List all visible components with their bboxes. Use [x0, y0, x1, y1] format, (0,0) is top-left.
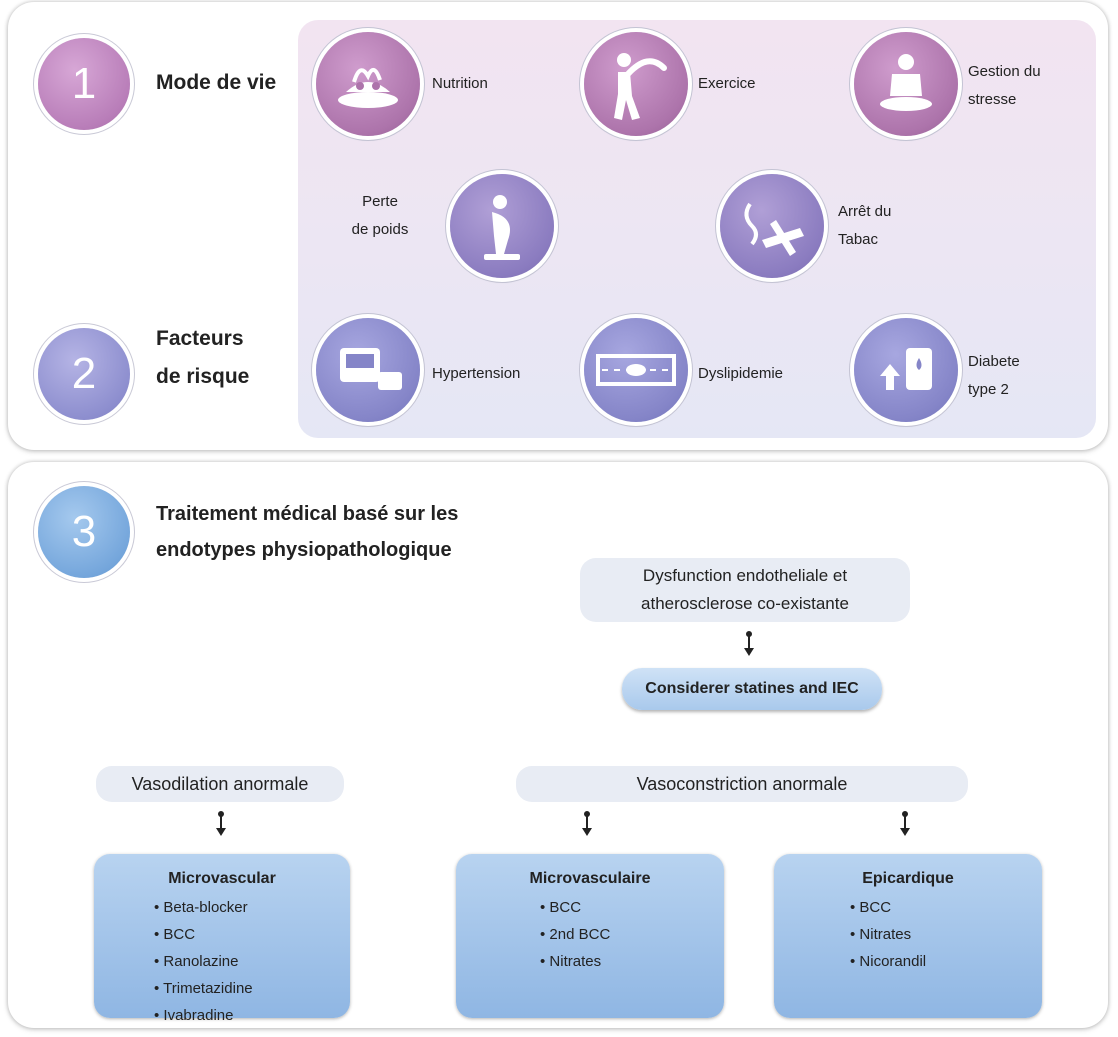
list-item: Beta-blocker: [154, 894, 350, 921]
weight-scale-icon: [450, 174, 554, 278]
microvascular-box: Microvascular Beta-blocker BCC Ranolazin…: [94, 854, 350, 1024]
list-item: BCC: [540, 894, 724, 921]
list-item: Ranolazine: [154, 948, 350, 975]
dyslipidemia-label: Dyslipidemie: [698, 365, 784, 382]
exercise-label: Exercice: [698, 75, 756, 92]
diabetes-label: Diabete type 2: [968, 353, 1020, 398]
list-item: Trimetazidine: [154, 975, 350, 1002]
nutrition-icon: [316, 32, 420, 136]
microvasculaire-box: Microvasculaire BCC 2nd BCC Nitrates: [456, 854, 724, 1018]
lifestyle-risk-panel: 1 Mode de vie 2 Facteurs de risque Nutri…: [8, 2, 1108, 450]
hypertension-label: Hypertension: [432, 365, 521, 382]
list-item: Nicorandil: [850, 948, 1042, 975]
step-2-badge: 2: [38, 328, 130, 420]
microvascular-list: Beta-blocker BCC Ranolazine Trimetazidin…: [94, 894, 350, 1029]
nutrition-label: Nutrition: [432, 75, 488, 92]
no-smoking-icon: [720, 174, 824, 278]
arrow-vasodilation: [216, 811, 226, 836]
treatment-panel: 3 Traitement médical basé sur les endoty…: [8, 462, 1108, 1028]
list-item: Nitrates: [540, 948, 724, 975]
endothelial-dysfunction-pill: Dysfunction endotheliale et atherosclero…: [580, 558, 910, 622]
list-item: 2nd BCC: [540, 921, 724, 948]
arrow-vasoconstriction-micro: [582, 811, 592, 836]
epicardique-box: Epicardique BCC Nitrates Nicorandil: [774, 854, 1042, 1018]
epicardique-title: Epicardique: [862, 870, 954, 887]
vasoconstriction-pill: Vasoconstriction anormale: [516, 766, 968, 802]
list-item: Ivabradine: [154, 1002, 350, 1029]
stress-label: Gestion du stresse: [968, 63, 1041, 108]
list-item: BCC: [154, 921, 350, 948]
section-1-title: Mode de vie: [156, 71, 277, 94]
vasodilation-pill: Vasodilation anormale: [96, 766, 344, 802]
list-item: BCC: [850, 894, 1042, 921]
step-1-badge: 1: [38, 38, 130, 130]
artery-icon: [584, 318, 688, 422]
list-item: Nitrates: [850, 921, 1042, 948]
microvasculaire-list: BCC 2nd BCC Nitrates: [456, 894, 724, 975]
tobacco-label: Arrêt du Tabac: [838, 203, 892, 248]
section-3-title: Traitement médical basé sur les endotype…: [156, 503, 459, 561]
blood-pressure-icon: [316, 318, 420, 422]
arrow-endothelial-statins: [744, 631, 754, 656]
exercise-icon: [584, 32, 688, 136]
statins-pill: Considerer statines and IEC: [622, 668, 882, 710]
epicardique-list: BCC Nitrates Nicorandil: [774, 894, 1042, 975]
meditation-icon: [854, 32, 958, 136]
microvascular-title: Microvascular: [168, 870, 276, 887]
arrow-vasoconstriction-epi: [900, 811, 910, 836]
microvasculaire-title: Microvasculaire: [529, 870, 651, 887]
section-2-title: Facteurs de risque: [156, 327, 250, 388]
lifestyle-background: [298, 20, 1096, 438]
weight-loss-label: Perte de poids: [351, 193, 409, 238]
step-3-badge: 3: [38, 486, 130, 578]
glucose-meter-icon: [854, 318, 958, 422]
